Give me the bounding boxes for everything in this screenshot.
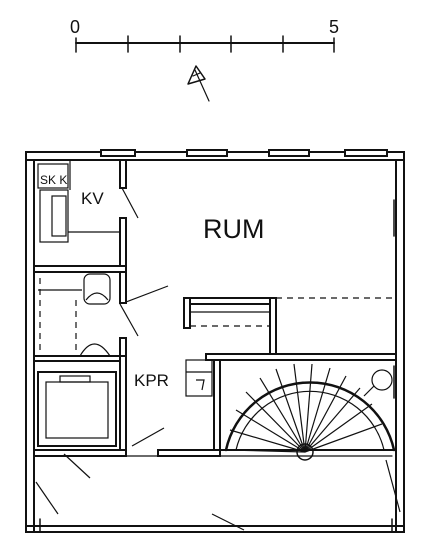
room-label-skk: SK K bbox=[40, 173, 67, 187]
room-labels: SK K KV RUM KPR bbox=[40, 173, 265, 390]
scale-start-label: 0 bbox=[70, 17, 80, 37]
wardrobe bbox=[37, 371, 117, 447]
stair-treads bbox=[227, 363, 383, 453]
scale-end-label: 5 bbox=[329, 17, 339, 37]
outer-walls bbox=[25, 149, 405, 533]
kpr-cabinet bbox=[185, 359, 213, 397]
interior-walls bbox=[33, 159, 397, 457]
rum-fittings bbox=[190, 297, 392, 327]
room-label-kv: KV bbox=[81, 189, 104, 208]
scale-bar: 0 5 bbox=[70, 17, 339, 53]
kitchen-fittings bbox=[37, 160, 120, 243]
room-label-rum: RUM bbox=[203, 214, 265, 244]
spiral-staircase bbox=[224, 363, 396, 461]
room-label-kpr: KPR bbox=[134, 371, 169, 390]
door-swings bbox=[35, 187, 401, 531]
north-arrow-icon bbox=[187, 65, 210, 102]
bathroom-fittings bbox=[38, 273, 112, 357]
